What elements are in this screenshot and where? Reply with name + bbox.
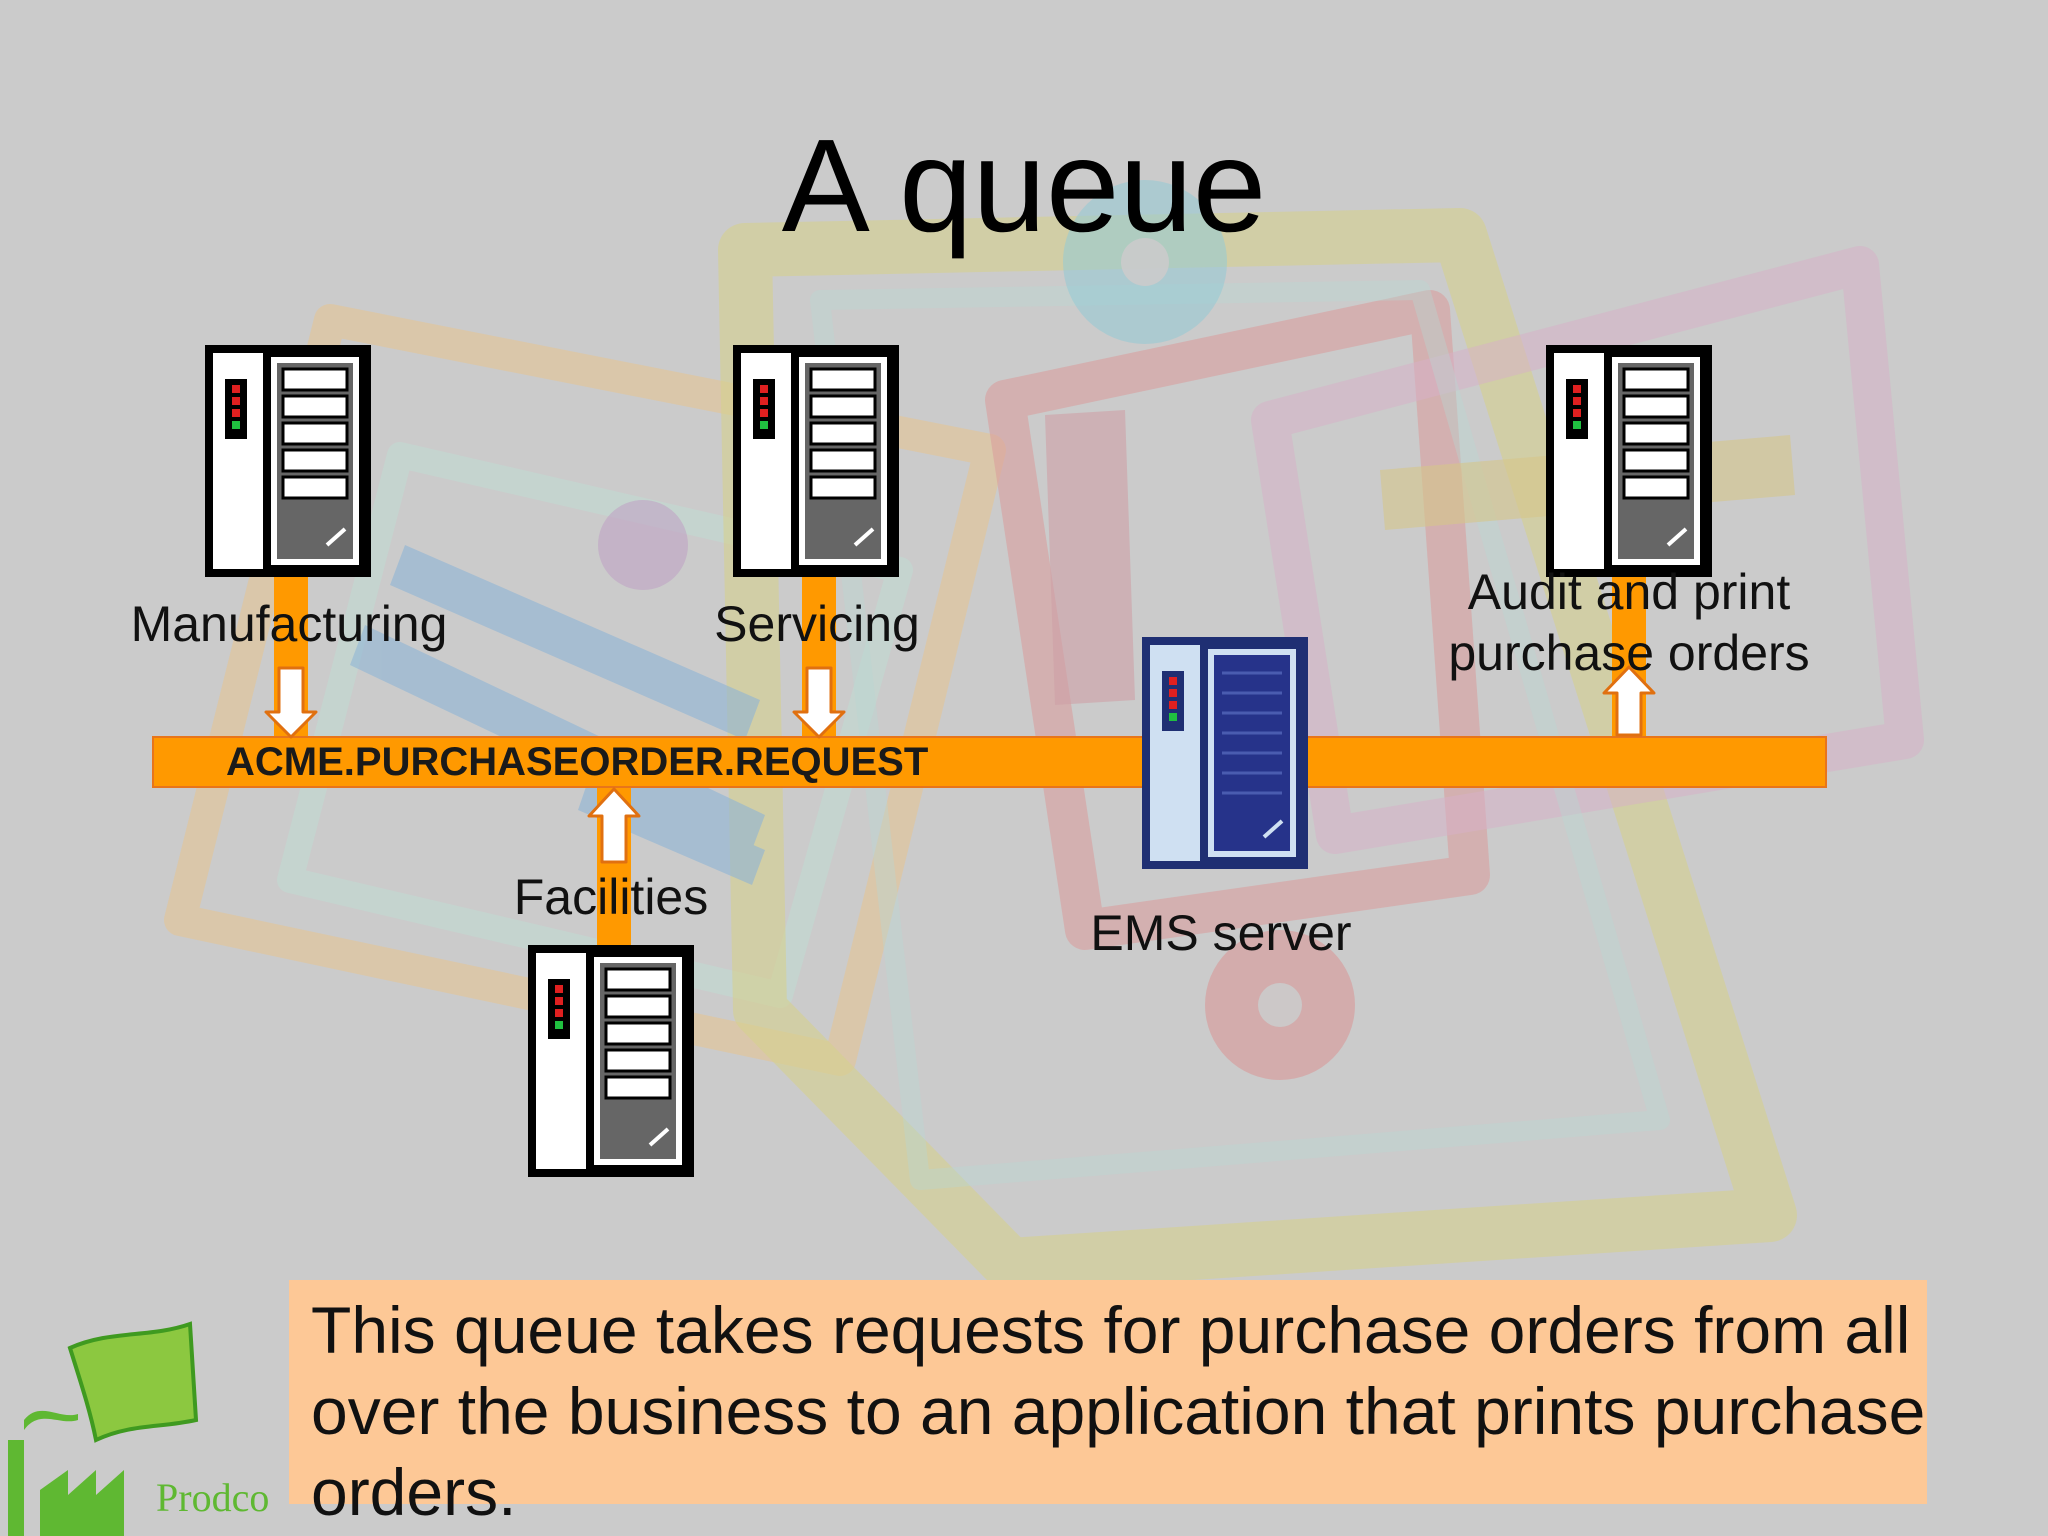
queue-name-label: ACME.PURCHASEORDER.REQUEST — [226, 740, 929, 784]
ems-server-icon — [1142, 637, 1308, 869]
facilities-server-icon — [528, 945, 694, 1177]
slide-title: A queue — [781, 112, 1267, 259]
manufacturing-down-arrow — [264, 666, 318, 739]
audit-label-line-1: Audit and print — [1467, 564, 1791, 620]
caption-box — [289, 1280, 1927, 1504]
servicing-label: Servicing — [714, 596, 920, 652]
manufacturing-label: Manufacturing — [130, 596, 448, 652]
caption-text: This queue takes requests for purchase o… — [311, 1293, 1926, 1529]
ems-server-label: EMS server — [1090, 905, 1352, 961]
audit-up-arrow — [1602, 665, 1656, 737]
servicing-server-icon — [733, 345, 899, 577]
logo-text: Prodco — [156, 1475, 270, 1520]
audit-label: Audit and print purchase orders — [1448, 562, 1809, 684]
audit-label-line-2: purchase orders — [1448, 625, 1810, 681]
servicing-down-arrow — [792, 666, 846, 739]
facilities-label: Facilities — [513, 869, 709, 925]
audit-server-icon — [1546, 345, 1712, 577]
manufacturing-server-icon — [205, 345, 371, 577]
facilities-up-arrow — [587, 787, 641, 864]
queue-bar — [152, 736, 1827, 788]
factory-flag-icon — [8, 1321, 199, 1536]
